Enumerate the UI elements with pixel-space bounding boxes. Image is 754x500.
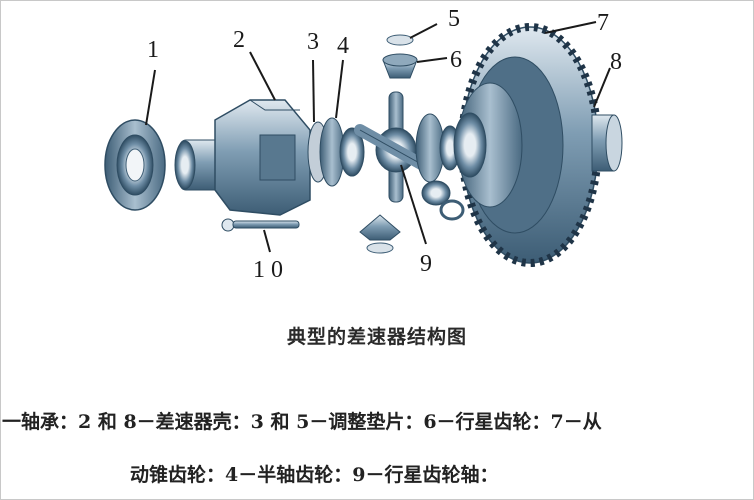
caption-line-1: 一轴承：2 和 8－差速器壳：3 和 5－调整垫片：6－行星齿轮：7－从 bbox=[2, 411, 602, 433]
callout-label-10: 1 0 bbox=[253, 257, 283, 283]
callout-label-2: 2 bbox=[233, 27, 245, 53]
callout-label-1: 1 bbox=[147, 37, 159, 63]
caption-line-2: 动锥齿轮：4－半轴齿轮：9－行星齿轮轴： bbox=[130, 464, 499, 486]
part-side-gear-right bbox=[415, 113, 461, 183]
callout-label-3: 3 bbox=[307, 29, 319, 55]
part-bearing bbox=[104, 119, 166, 211]
differential-exploded-illustration bbox=[104, 21, 623, 267]
part-ring-gear-and-case bbox=[453, 23, 623, 267]
part-top-shim-and-planet-gear bbox=[382, 34, 418, 79]
callout-label-7: 7 bbox=[597, 10, 609, 36]
part-shim-and-side-gear bbox=[307, 117, 365, 187]
figure-title: 典型的差速器结构图 bbox=[286, 326, 467, 348]
callout-label-8: 8 bbox=[610, 49, 622, 75]
callout-label-6: 6 bbox=[450, 47, 462, 73]
leader-lines bbox=[145, 21, 611, 253]
callout-label-9: 9 bbox=[420, 251, 432, 277]
part-bolt bbox=[221, 218, 300, 232]
part-bottom-planet-gear-and-shim bbox=[359, 180, 465, 254]
part-differential-case-half bbox=[174, 99, 311, 216]
callout-label-4: 4 bbox=[337, 33, 349, 59]
callout-label-5: 5 bbox=[448, 6, 460, 32]
